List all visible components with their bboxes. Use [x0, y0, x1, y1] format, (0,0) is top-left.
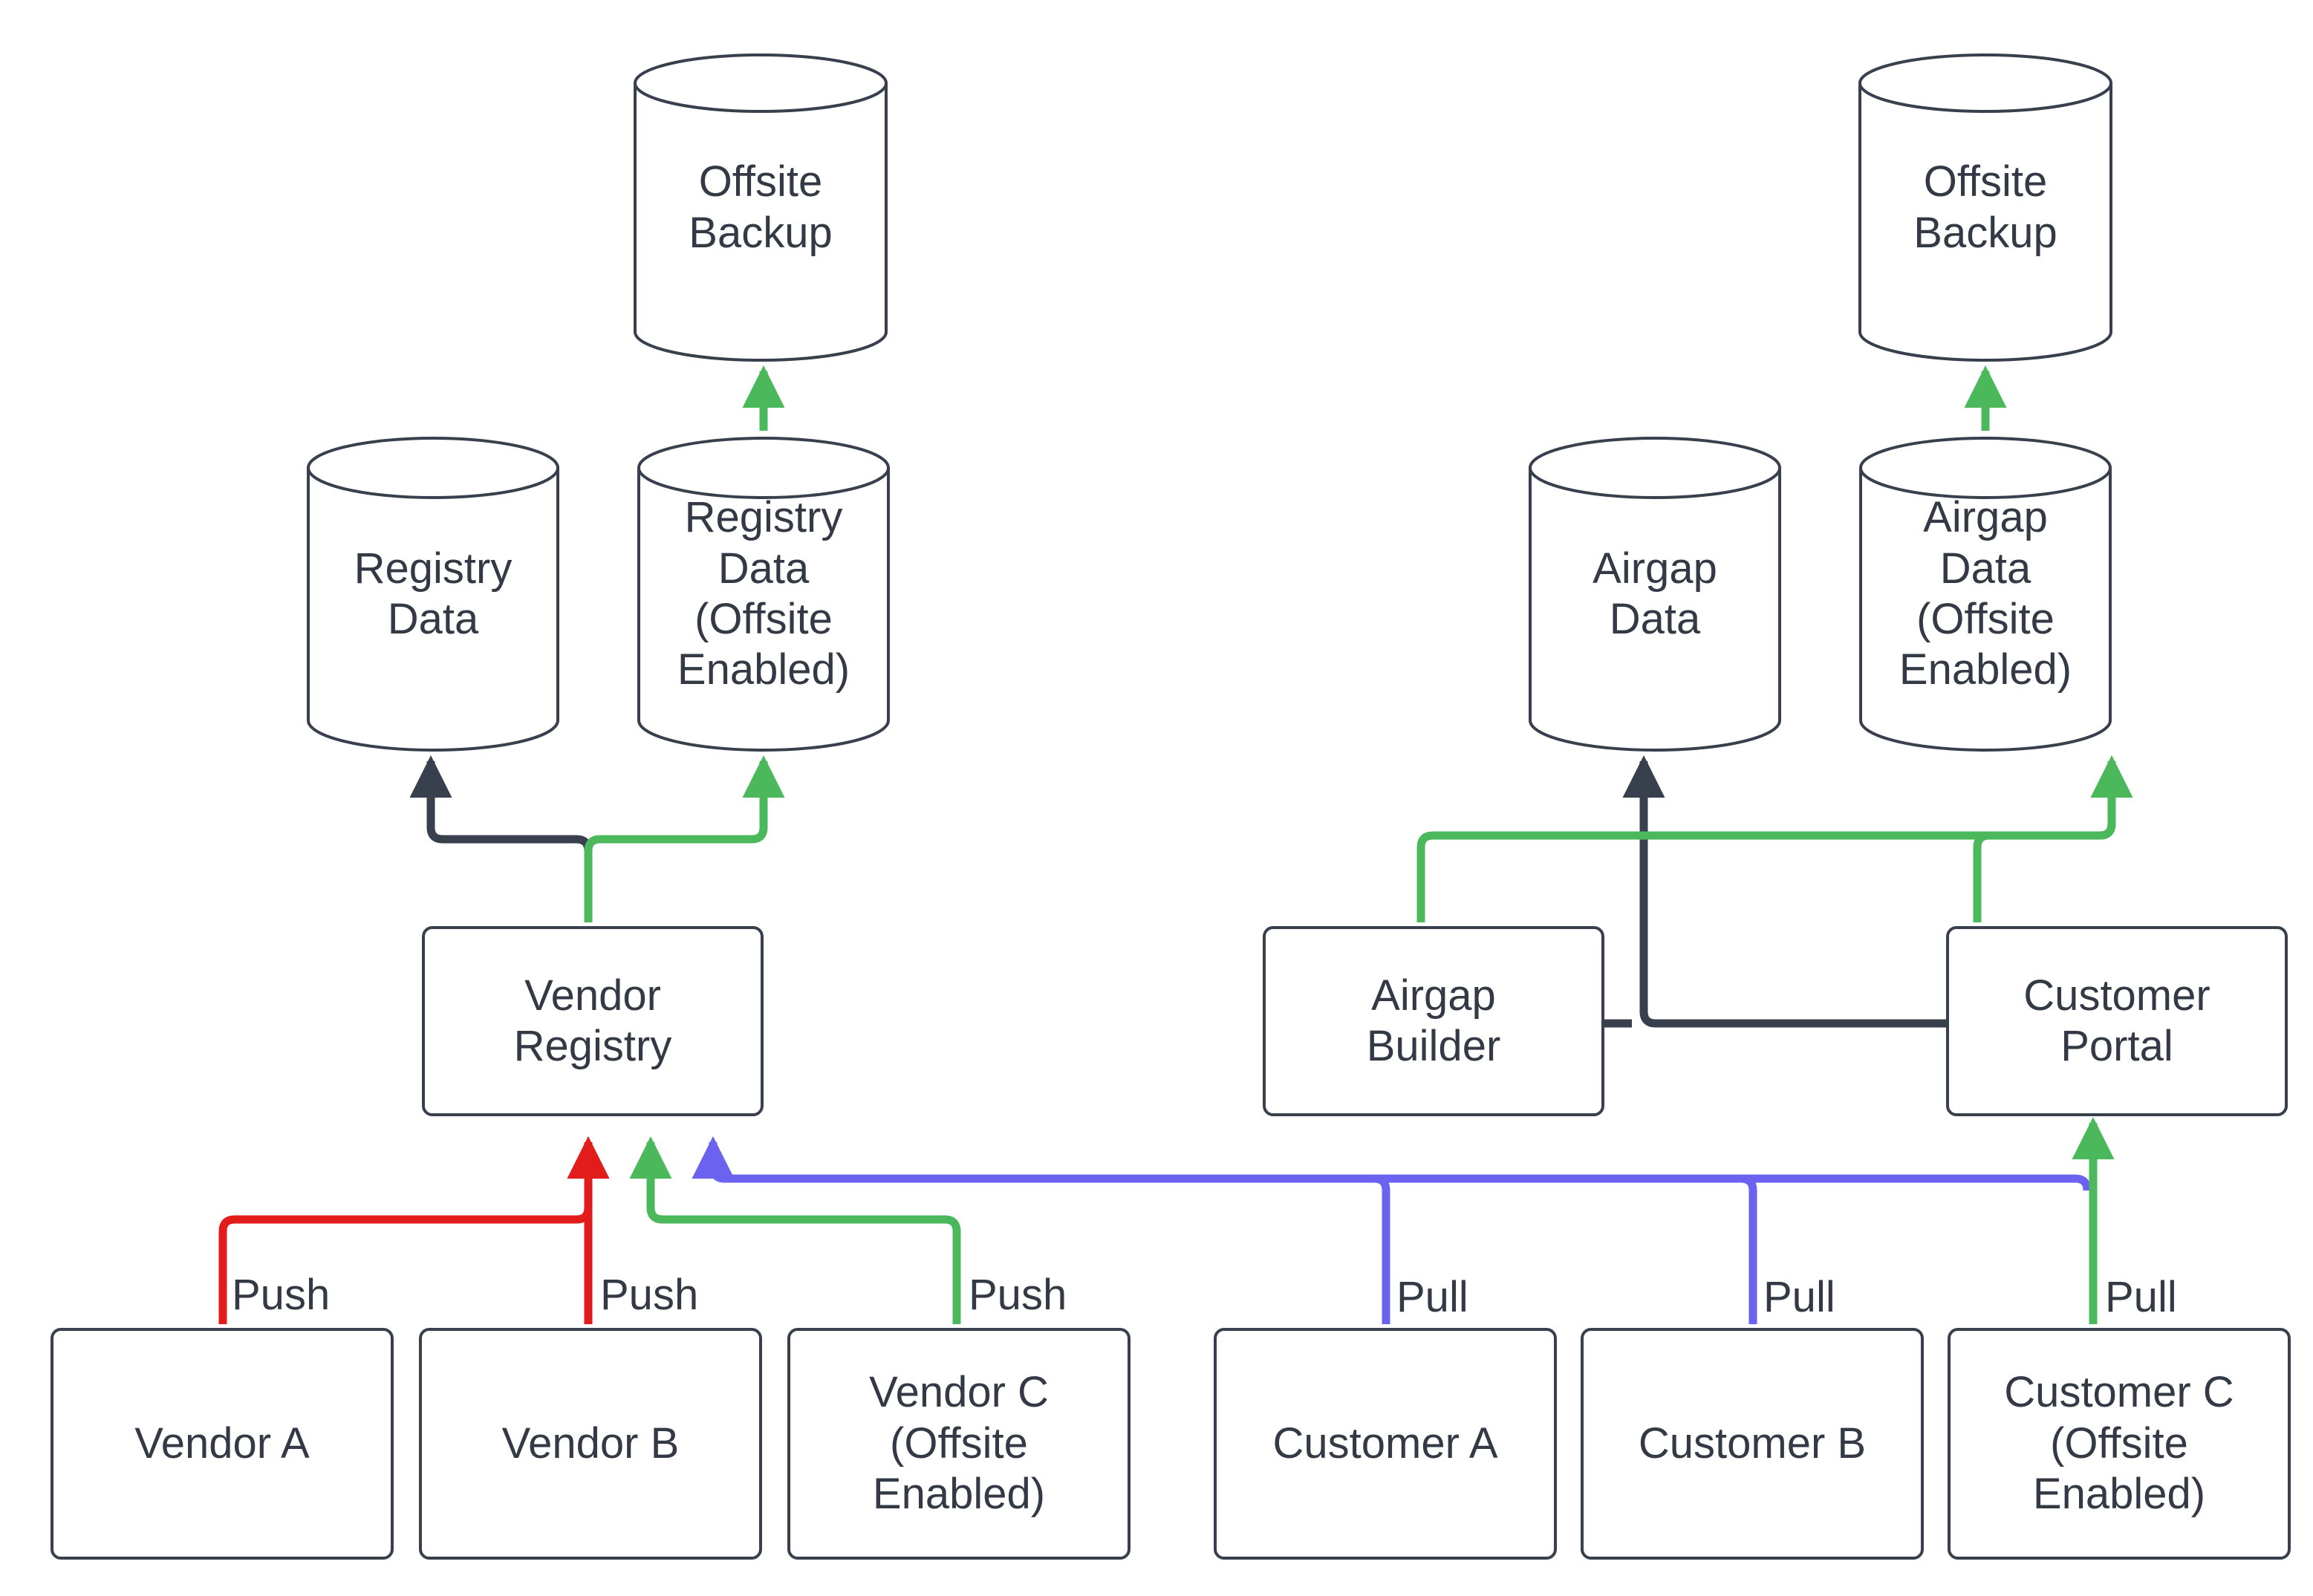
node-airgap-builder[interactable]: Airgap Builder: [1263, 926, 1604, 1116]
node-registry-data[interactable]: Registry Data: [307, 437, 559, 752]
edge-customer-c-pull-blue-join: [725, 1174, 2092, 1191]
node-customer-b[interactable]: Customer B: [1581, 1328, 1924, 1560]
edge-customer-portal-to-airgap-data: [1622, 755, 1946, 1028]
node-offsite-backup-right[interactable]: Offsite Backup: [1858, 53, 2112, 362]
node-airgap-data-offsite[interactable]: Airgap Data (Offsite Enabled): [1859, 437, 2112, 752]
edge-customer-portal-to-airgap-offsite: [1973, 755, 2133, 922]
node-vendor-registry[interactable]: Vendor Registry: [422, 926, 764, 1116]
node-label: Registry Data (Offsite Enabled): [677, 493, 850, 694]
node-label: Airgap Data (Offsite Enabled): [1899, 493, 2072, 694]
node-label: Registry Data: [354, 544, 513, 643]
edge-label-pull-customer-c: Pull: [2105, 1273, 2177, 1321]
node-customer-a[interactable]: Customer A: [1214, 1328, 1557, 1560]
node-airgap-data[interactable]: Airgap Data: [1529, 437, 1781, 752]
node-offsite-backup-left[interactable]: Offsite Backup: [634, 53, 888, 362]
cylinder-shape: [634, 53, 888, 362]
cylinder-shape: [637, 437, 890, 752]
node-label: Airgap Data: [1593, 544, 1717, 643]
edge-label-push-vendor-c: Push: [969, 1271, 1067, 1319]
edge-label-push-vendor-a: Push: [232, 1271, 331, 1319]
node-customer-c[interactable]: Customer C (Offsite Enabled): [1948, 1328, 2291, 1560]
node-vendor-c[interactable]: Vendor C (Offsite Enabled): [787, 1328, 1131, 1560]
edge-vendor-c-push: [629, 1136, 961, 1324]
cylinder-shape: [1529, 437, 1781, 752]
node-registry-data-offsite[interactable]: Registry Data (Offsite Enabled): [637, 437, 890, 752]
cylinder-shape: [307, 437, 559, 752]
cylinder-shape: [1859, 437, 2112, 752]
node-label: Offsite Backup: [689, 157, 833, 257]
node-vendor-a[interactable]: Vendor A: [51, 1328, 394, 1560]
edge-label-pull-customer-b: Pull: [1763, 1273, 1835, 1321]
cylinder-shape: [1858, 53, 2112, 362]
edge-vendor-registry-to-registry-data-offsite: [584, 755, 785, 922]
edge-label-pull-customer-a: Pull: [1396, 1273, 1468, 1321]
edge-label-push-vendor-b: Push: [600, 1271, 699, 1319]
node-customer-portal[interactable]: Customer Portal: [1946, 926, 2288, 1116]
node-vendor-b[interactable]: Vendor B: [419, 1328, 762, 1560]
node-label: Offsite Backup: [1913, 157, 2057, 257]
